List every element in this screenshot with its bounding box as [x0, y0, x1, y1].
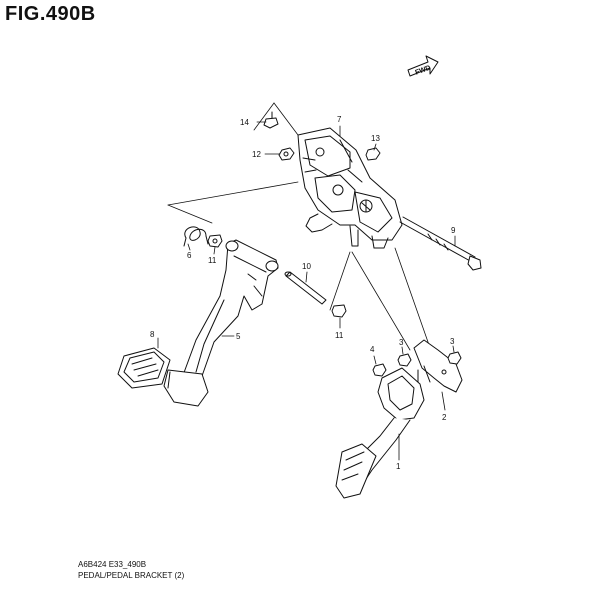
- figure-title: FIG.490B: [5, 3, 96, 25]
- pedal-bracket: [297, 127, 403, 249]
- pin-10: [284, 271, 327, 305]
- bolt-3-right: [447, 351, 462, 365]
- nut-11-lower: [331, 304, 347, 318]
- bolt-3-left: [397, 353, 412, 367]
- callout-3-left: 3: [399, 338, 404, 347]
- callout-8: 8: [150, 330, 155, 339]
- callout-13: 13: [371, 134, 380, 143]
- callout-1: 1: [396, 462, 401, 471]
- callout-11-lower: 11: [335, 331, 344, 340]
- callout-12: 12: [252, 150, 261, 159]
- callout-3-right: 3: [450, 337, 455, 346]
- footer-description: PEDAL/PEDAL BRACKET (2): [78, 571, 185, 580]
- pedal-pad-8: [117, 347, 171, 389]
- brake-pedal: [163, 239, 279, 407]
- bolt-9: [399, 216, 482, 271]
- bolt-13: [365, 147, 381, 161]
- callout-11-upper: 11: [208, 256, 217, 265]
- fwd-arrow-icon: FWD: [407, 55, 439, 77]
- callout-14: 14: [240, 118, 249, 127]
- bracket-2: [413, 339, 463, 393]
- nut-11-upper: [207, 234, 223, 248]
- footer-code: A6B424 E33_490B: [78, 560, 147, 569]
- nut-12: [278, 147, 295, 161]
- callout-4: 4: [370, 345, 375, 354]
- callout-7: 7: [337, 115, 342, 124]
- callout-6: 6: [187, 251, 192, 260]
- callout-9: 9: [451, 226, 456, 235]
- bolt-14: [263, 111, 279, 129]
- spring-6: [183, 226, 209, 247]
- callout-2: 2: [442, 413, 447, 422]
- leader-lines: [157, 121, 456, 461]
- nut-4: [372, 363, 387, 377]
- accelerator-pedal: [335, 367, 425, 499]
- callout-5: 5: [236, 332, 241, 341]
- callout-10: 10: [302, 262, 311, 271]
